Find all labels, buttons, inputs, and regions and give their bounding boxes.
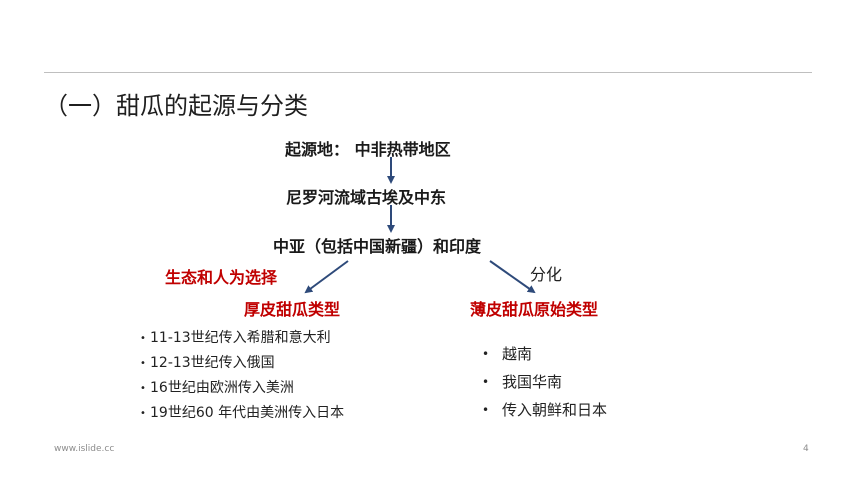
- top-divider: [44, 72, 812, 73]
- thick-skin-type: 厚皮甜瓜类型: [244, 300, 341, 319]
- selection-note: 生态和人为选择: [165, 268, 278, 287]
- thin-skin-type: 薄皮甜瓜原始类型: [470, 300, 599, 319]
- page-title: （一）甜瓜的起源与分类: [44, 92, 308, 120]
- list-item: 越南: [482, 340, 607, 368]
- thick-skin-spread-list: 11-13世纪传入希腊和意大利 12-13世纪传入俄国 16世纪由欧洲传入美洲 …: [140, 326, 344, 426]
- differentiation-note: 分化: [530, 265, 563, 284]
- footer-website: www.islide.cc: [54, 444, 115, 454]
- list-item: 传入朝鲜和日本: [482, 396, 607, 424]
- central-asia-node: 中亚（包括中国新疆）和印度: [273, 237, 482, 256]
- thin-skin-spread-list: 越南 我国华南 传入朝鲜和日本: [482, 340, 607, 424]
- arrow-to-thin-skin: [489, 260, 536, 294]
- page-number: 4: [803, 444, 809, 454]
- list-item: 12-13世纪传入俄国: [140, 351, 344, 376]
- list-item: 11-13世纪传入希腊和意大利: [140, 326, 344, 351]
- nile-node: 尼罗河流域古埃及中东: [286, 188, 447, 207]
- origin-node: 起源地： 中非热带地区: [285, 140, 451, 159]
- arrow-to-thick-skin: [304, 260, 349, 294]
- list-item: 16世纪由欧洲传入美洲: [140, 376, 344, 401]
- list-item: 我国华南: [482, 368, 607, 396]
- list-item: 19世纪60 年代由美洲传入日本: [140, 401, 344, 426]
